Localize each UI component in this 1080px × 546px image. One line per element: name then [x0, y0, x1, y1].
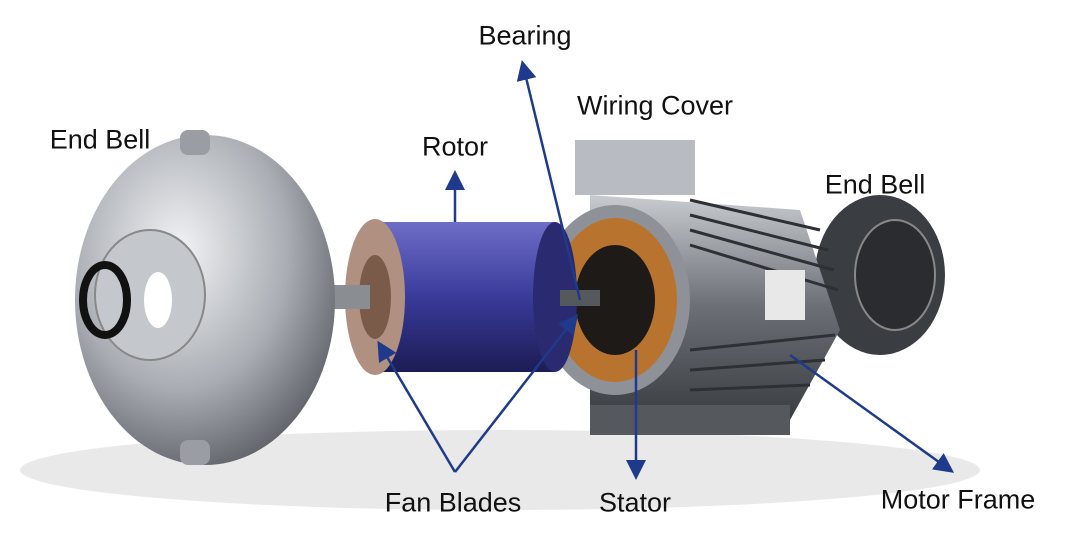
shadow	[20, 430, 980, 510]
label-fan-blades: Fan Blades	[384, 487, 522, 518]
end-bell-right	[815, 195, 945, 355]
fan-blades-arrow-right	[454, 314, 579, 473]
rotor	[320, 219, 600, 375]
label-bearing: Bearing	[478, 20, 572, 51]
label-rotor: Rotor	[421, 131, 489, 162]
stator	[540, 205, 690, 395]
end-bell-left	[75, 130, 335, 465]
label-motor-frame: Motor Frame	[880, 484, 1036, 515]
bearing-arrow	[516, 60, 582, 301]
label-end-bell-right: End Bell	[824, 169, 926, 200]
motor-frame-arrow	[789, 353, 955, 473]
label-end-bell-left: End Bell	[49, 124, 151, 155]
label-stator: Stator	[598, 487, 672, 518]
fan-blades-arrow-left	[377, 340, 457, 473]
label-wiring-cover: Wiring Cover	[576, 90, 734, 121]
